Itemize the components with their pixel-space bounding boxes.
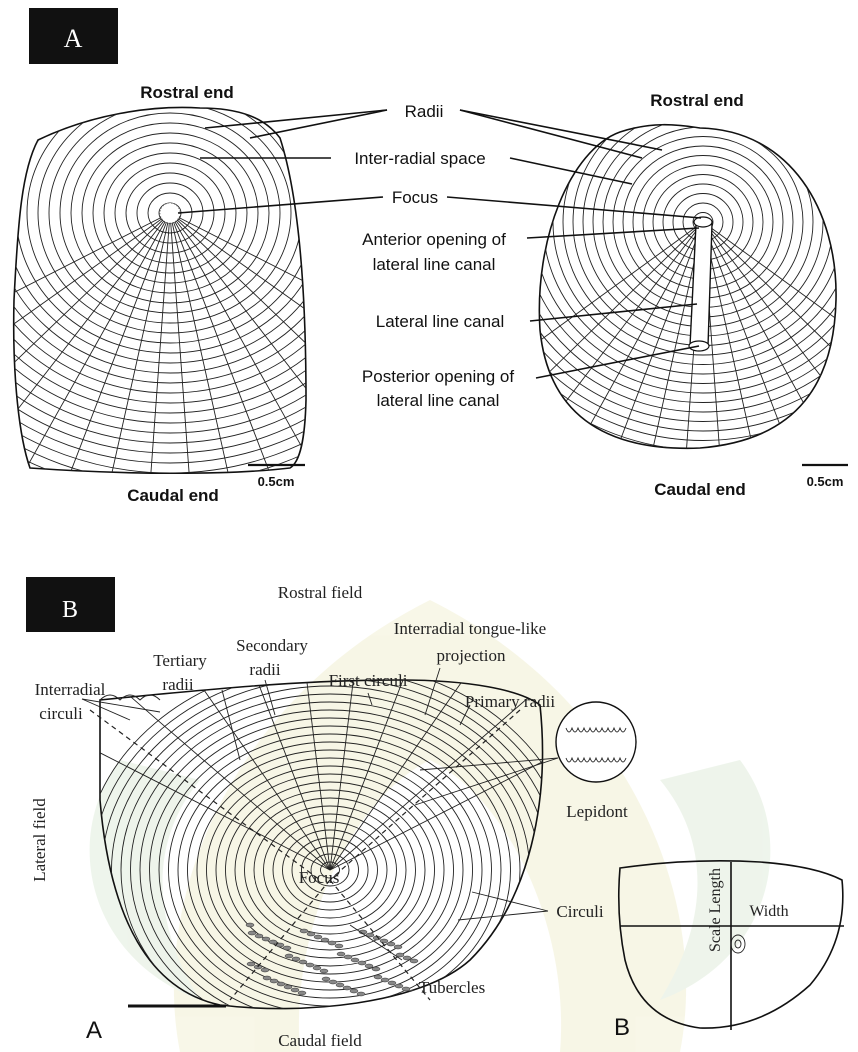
width-label: Width <box>749 903 788 920</box>
right-scale-bar-label: 0.5cm <box>807 474 844 489</box>
panel-b-badge-label: B <box>62 597 78 623</box>
interradial-circuli-label-line1: Interradial <box>35 680 106 699</box>
left-scale-bar-label: 0.5cm <box>258 474 295 489</box>
caudal-field-label: Caudal field <box>278 1031 362 1050</box>
right-scale-circuli <box>403 0 858 571</box>
tertiary-radii-label-line1: Tertiary <box>153 651 207 670</box>
tertiary-radii-label-line2: radii <box>162 675 193 694</box>
left-scale-circuli <box>0 0 526 612</box>
scale-length-label: Scale Length <box>707 868 724 952</box>
interradial-tongue-label-line2: projection <box>437 646 506 665</box>
focus-label-b: Focus <box>299 868 340 887</box>
rostral-field-label: Rostral field <box>278 583 363 602</box>
left-rostral-end-label: Rostral end <box>140 83 234 102</box>
first-circuli-label: First circuli <box>329 671 408 690</box>
right-rostral-end-label: Rostral end <box>650 91 744 110</box>
interradial-circuli-label-line2: circuli <box>39 704 83 723</box>
secondary-radii-label-line1: Secondary <box>236 636 308 655</box>
tubercles-label: Tubercles <box>419 978 485 997</box>
right-scale-drawing <box>403 0 858 571</box>
subfigure-b-label: B <box>614 1014 630 1041</box>
subfigure-a-label: A <box>86 1017 102 1044</box>
left-caudal-end-label: Caudal end <box>127 486 219 505</box>
lepidont-label: Lepidont <box>566 802 628 821</box>
panel-a-badge-label: A <box>64 24 83 53</box>
inter-radial-space-label: Inter-radial space <box>354 149 485 168</box>
lepidont-inset <box>556 702 636 782</box>
posterior-opening-label-line2: lateral line canal <box>377 391 500 410</box>
radii-label: Radii <box>405 102 444 121</box>
interradial-tongue-label-line1: Interradial tongue-like <box>394 619 546 638</box>
lateral-line-canal-label: Lateral line canal <box>376 312 505 331</box>
anterior-canal-opening <box>694 217 712 227</box>
left-focus-mark <box>160 203 180 223</box>
secondary-radii-label-line2: radii <box>249 660 280 679</box>
circuli-label: Circuli <box>556 902 603 921</box>
primary-radii-label: Primary radii <box>465 692 555 711</box>
lateral-line-canal-tube <box>690 224 712 346</box>
panel-a: A <box>0 0 858 612</box>
left-scale-drawing <box>0 0 526 612</box>
anterior-opening-label-line2: lateral line canal <box>373 255 496 274</box>
posterior-opening-label-line1: Posterior opening of <box>362 367 514 386</box>
focus-label-a: Focus <box>392 188 438 207</box>
anterior-opening-label-line1: Anterior opening of <box>362 230 506 249</box>
lateral-field-label: Lateral field <box>30 798 49 882</box>
right-caudal-end-label: Caudal end <box>654 480 746 499</box>
